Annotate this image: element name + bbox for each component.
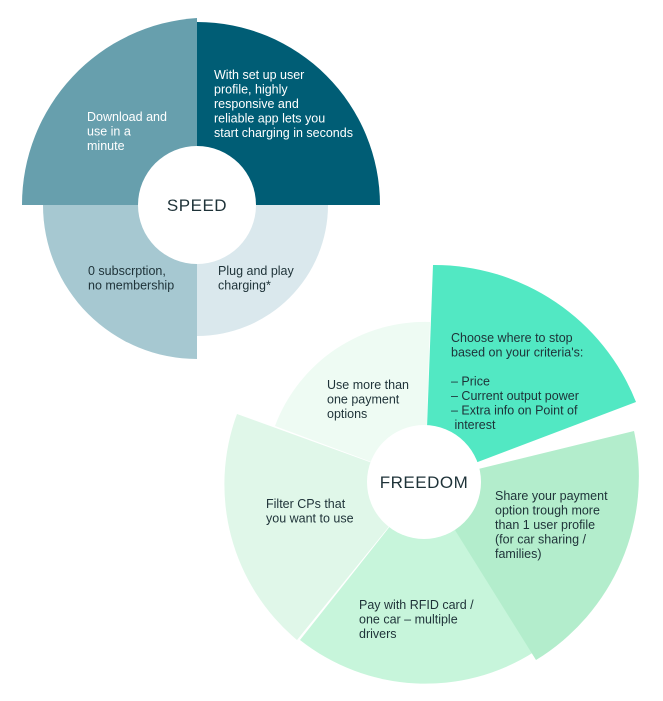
label-line (451, 360, 454, 374)
freedom-title: FREEDOM (380, 473, 469, 492)
label-line: profile, highly (214, 83, 288, 97)
label-line: 0 subscrption, (88, 264, 166, 278)
label-line: interest (451, 418, 496, 432)
label-line: use in a (87, 125, 131, 139)
label-line: no membership (88, 279, 174, 293)
speed-segment-profile (197, 22, 380, 205)
label-line: Pay with RFID card / (359, 598, 474, 612)
label-line: responsive and (214, 97, 299, 111)
speed-label-subscription: 0 subscrption,no membership (88, 264, 174, 293)
label-line: reliable app lets you (214, 112, 325, 126)
label-line: families) (495, 547, 542, 561)
label-line: minute (87, 139, 125, 153)
label-line: options (327, 407, 367, 421)
freedom-segment-rfid (300, 482, 534, 684)
label-line: option trough more (495, 504, 600, 518)
label-line: Plug and play (218, 264, 295, 278)
label-line: Download and (87, 110, 167, 124)
speed-title: SPEED (167, 196, 227, 215)
label-line: – Price (451, 375, 490, 389)
speed-hub (138, 146, 256, 264)
label-line: one car – multiple (359, 613, 458, 627)
label-line: than 1 user profile (495, 518, 595, 532)
label-line: based on your criteria's: (451, 346, 583, 360)
label-line: drivers (359, 627, 397, 641)
label-line: one payment (327, 393, 400, 407)
freedom-segment-choose (425, 264, 636, 482)
label-line: Filter CPs that (266, 497, 346, 511)
label-line: (for car sharing / (495, 533, 587, 547)
label-line: Share your payment (495, 489, 608, 503)
label-line: you want to use (266, 512, 354, 526)
label-line: start charging in seconds (214, 126, 353, 140)
label-line: charging* (218, 279, 271, 293)
label-line: Use more than (327, 378, 409, 392)
label-line: – Current output power (451, 389, 579, 403)
speed-segment-download (21, 18, 197, 205)
label-line: With set up user (214, 68, 304, 82)
label-line: Choose where to stop (451, 331, 573, 345)
label-line: – Extra info on Point of (451, 404, 578, 418)
freedom-hub (367, 425, 481, 539)
